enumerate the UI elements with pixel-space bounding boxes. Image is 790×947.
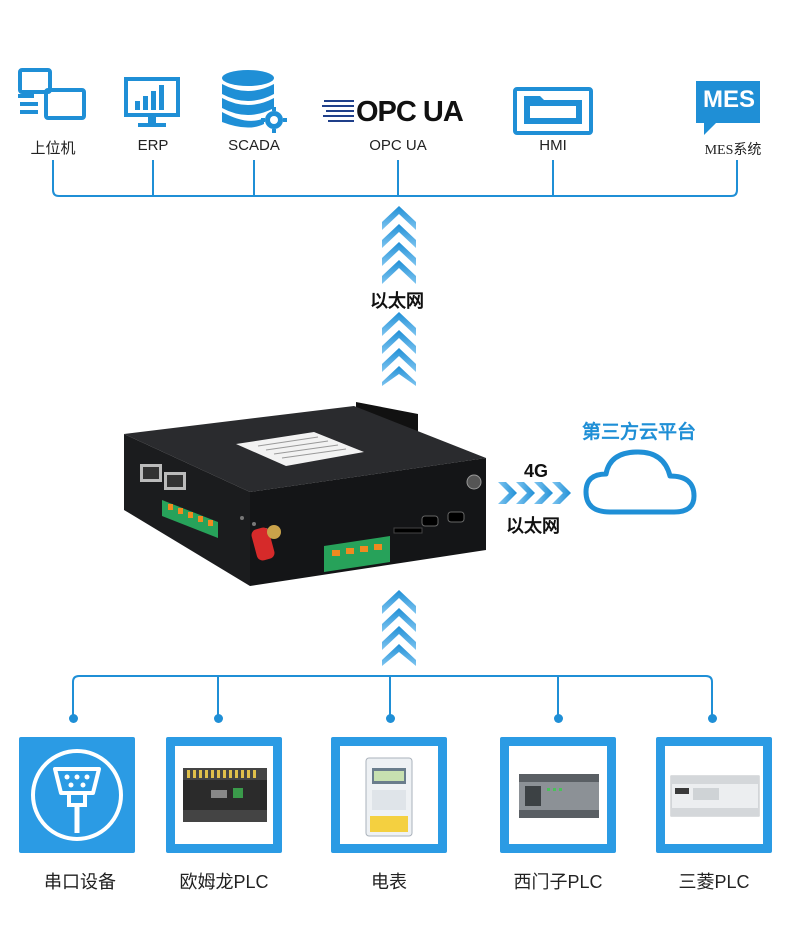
bottom-label-3: 西门子PLC [513,872,603,892]
up-arrows-bottom [382,590,416,666]
bottom-label-0: 串口设备 [44,872,116,892]
opc-ua-logo: OPC UA [322,96,472,128]
top-label-2: SCADA [228,137,280,154]
top-label-3: OPC UA [369,137,427,154]
bottom-label-4: 三菱PLC [678,872,750,892]
serial-port-icon [31,749,123,841]
mitsubishi-plc-image [670,775,760,817]
top-label-1: ERP [137,137,169,154]
uplink-label-ethernet: 以太网 [506,516,560,536]
top-label-5: MES系统 [704,143,762,158]
chart-monitor-icon [122,76,182,132]
hmi-screen-icon [512,86,594,136]
bottom-label-1: 欧姆龙PLC [179,872,269,892]
cloud-title: 第三方云平台 [582,422,697,443]
tile-electric-meter [331,737,447,853]
tile-serial-device [19,737,135,853]
connector-dot [386,714,395,723]
mes-badge-text: MES [702,86,755,113]
top-bus-lines [52,160,738,197]
bottom-label-2: 电表 [371,872,407,892]
right-arrows [498,482,571,504]
connector-dot [708,714,717,723]
connector-dot [69,714,78,723]
tile-siemens-plc [500,737,616,853]
cloud-icon [583,449,697,515]
database-gear-icon [220,68,288,134]
connector-dot [554,714,563,723]
bottom-bus-lines [72,675,713,718]
omron-plc-image [183,768,267,822]
connector-dot [214,714,223,723]
tile-omron-plc [166,737,282,853]
top-label-0: 上位机 [30,140,76,157]
ethernet-label-top: 以太网 [370,291,424,311]
uplink-label-4g: 4G [524,461,549,481]
electric-meter-image [365,757,413,837]
top-label-4: HMI [539,137,567,154]
mes-badge-icon: MES [694,79,764,137]
up-arrows-top [382,206,416,386]
siemens-plc-image [519,774,599,818]
opc-ua-logo-text: OPC UA [356,96,464,128]
gateway-device-image [124,402,486,586]
computer-monitors-icon [16,66,88,122]
tile-mitsubishi-plc [656,737,772,853]
